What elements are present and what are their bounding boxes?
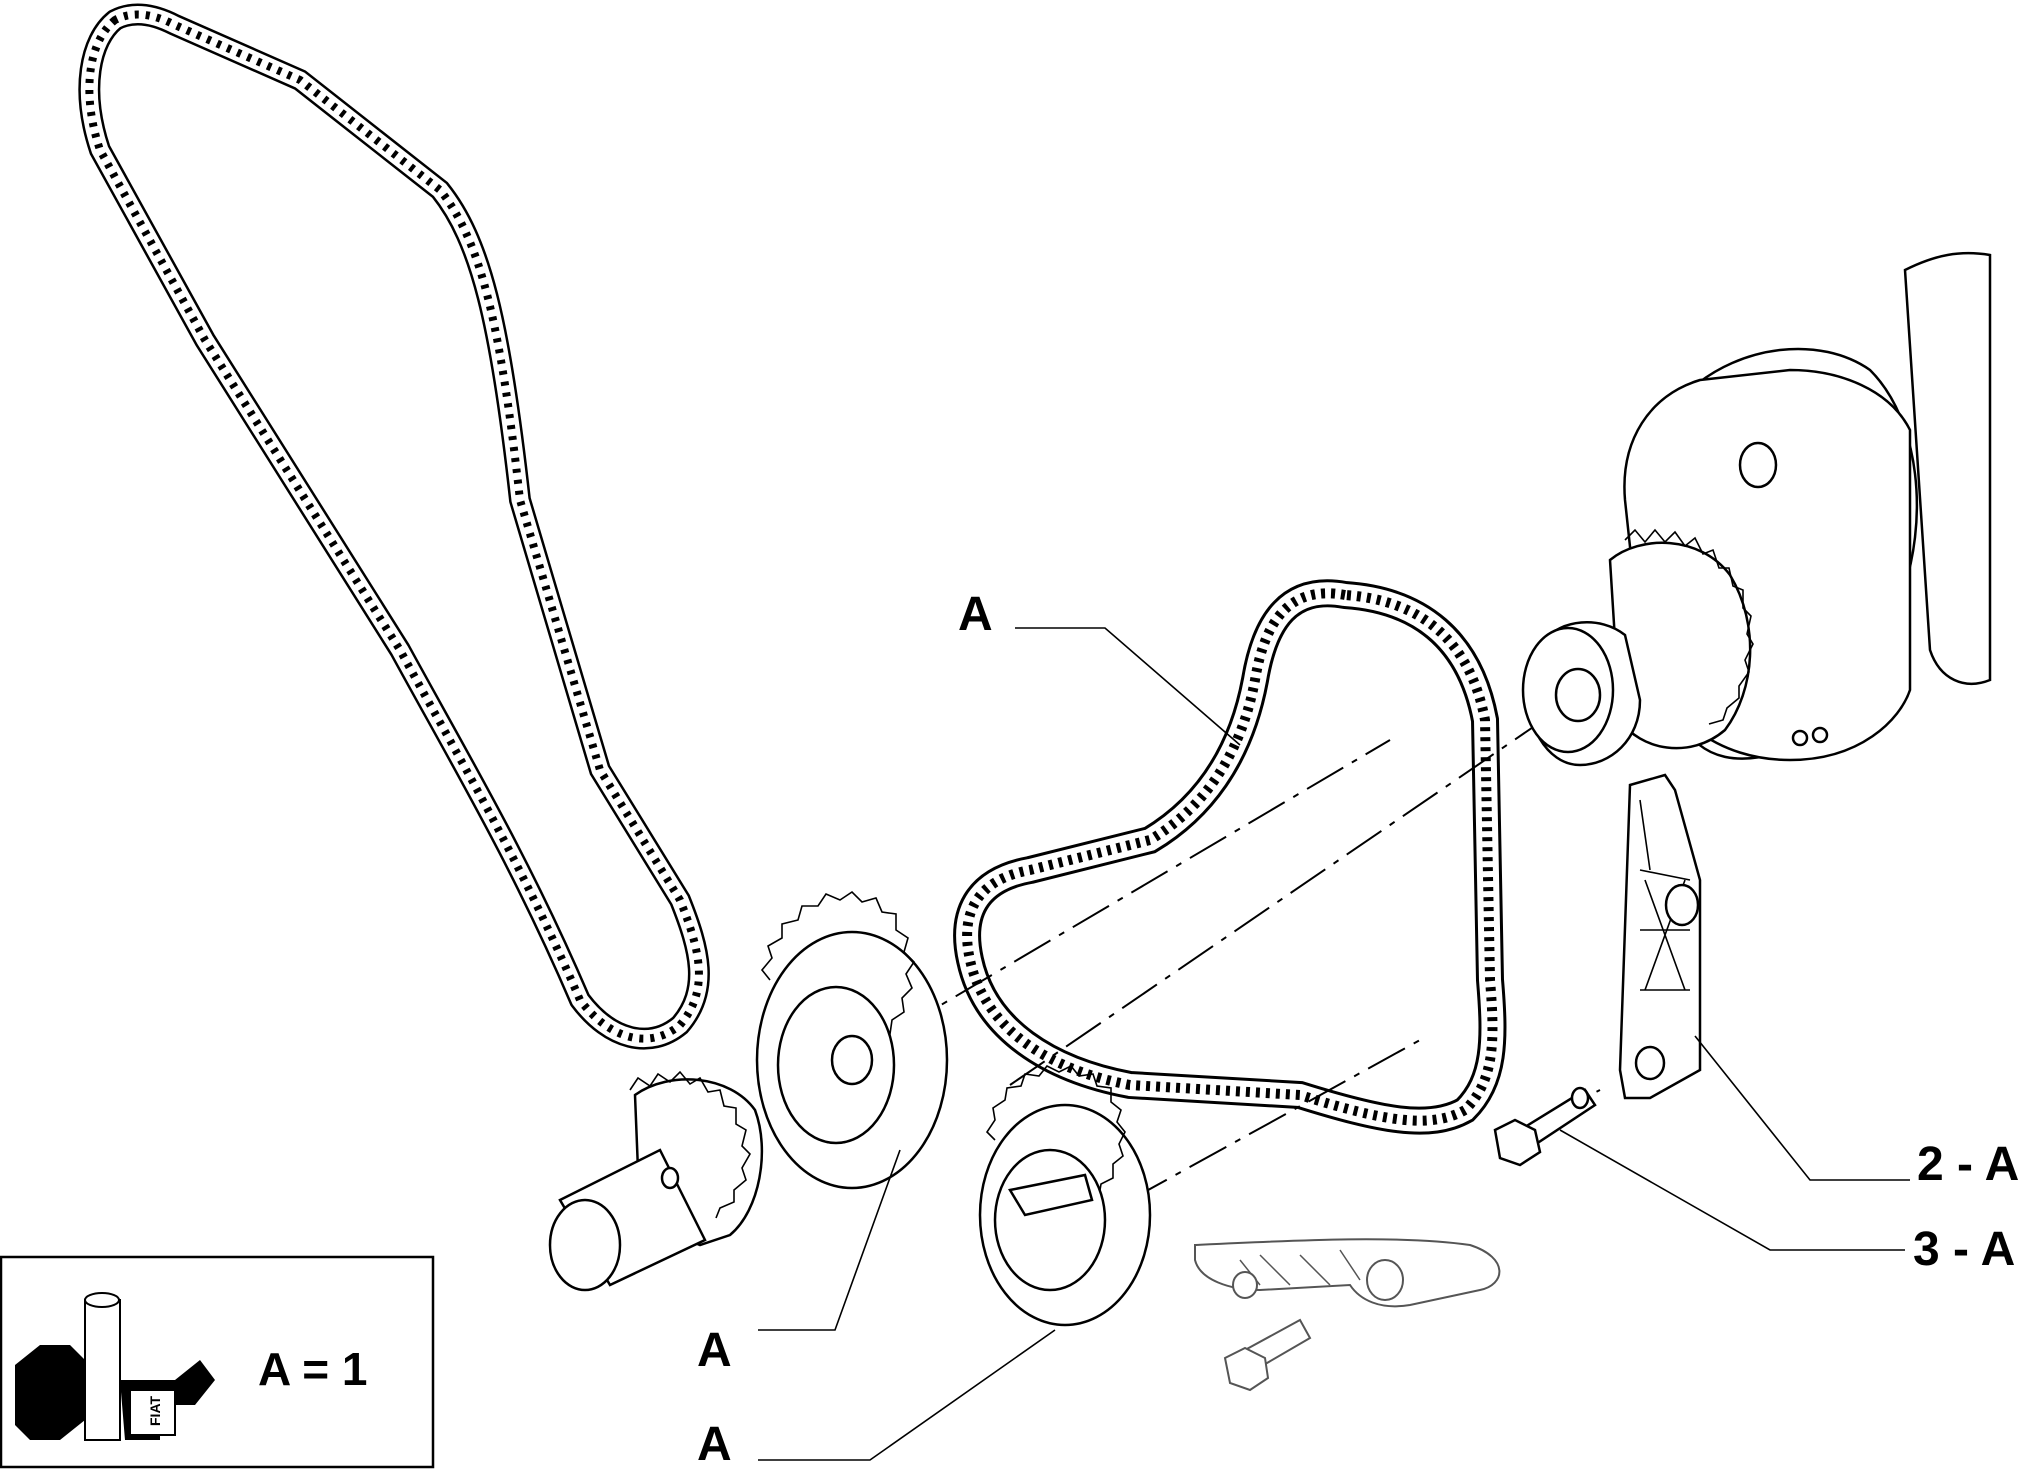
sprocket-bottom [978,1064,1152,1327]
fiat-logo-icon: FIAT [15,1292,215,1441]
camshaft-hub [548,1070,764,1292]
callout-sprocket-left: A [697,1324,732,1377]
quantity-legend: FIAT A = 1 [0,1255,435,1469]
bolt [1493,1086,1597,1167]
callout-sprocket-bottom: A [697,1418,732,1470]
crank-hole [1738,441,1778,489]
crankshaft [1521,251,1992,767]
callout-bolt: 3 - A [1913,1223,2015,1276]
callout-guide-rail: 2 - A [1917,1138,2019,1191]
chain-tensioner [1194,1238,1501,1392]
chain-guide-rail [1618,773,1702,1100]
duplex-timing-chain [953,579,1507,1135]
callout-chain-upper: A [958,588,993,641]
fiat-logo-text: FIAT [147,1395,163,1426]
legend-quantity-text: A = 1 [258,1343,368,1395]
leader-lines [758,627,1910,1461]
long-timing-chain [78,3,710,1050]
sprocket-left [755,890,949,1190]
